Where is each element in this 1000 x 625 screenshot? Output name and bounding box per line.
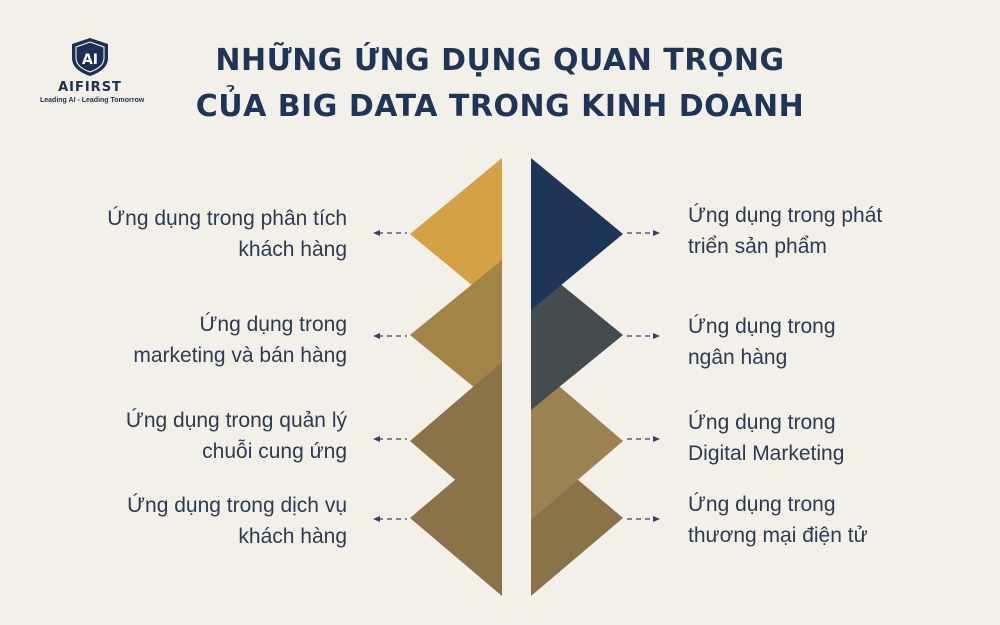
right-connectors — [627, 232, 655, 520]
right-item-3-label: Ứng dụng trong Digital Marketing — [688, 411, 845, 465]
page-title: NHỮNG ỨNG DỤNG QUAN TRỌNG CỦA BIG DATA T… — [180, 38, 820, 130]
logo-mark: AI — [82, 52, 98, 68]
left-shape-2 — [410, 260, 502, 410]
left-arrowhead-3 — [373, 436, 380, 442]
brand-tagline: Leading AI - Leading Tomorrow — [40, 97, 145, 104]
right-item-4-label: Ứng dụng trong thương mại điện tử — [688, 493, 868, 547]
right-item-1-label: Ứng dụng trong phát triển sản phẩm — [688, 204, 883, 258]
left-arrowheads — [373, 230, 380, 522]
right-arrowhead-1 — [653, 230, 660, 236]
right-item-2-label: Ứng dụng trong ngân hàng — [688, 315, 836, 369]
title-line-2: CỦA BIG DATA TRONG KINH DOANH — [195, 89, 805, 124]
right-shape-3 — [531, 362, 623, 520]
left-arrowhead-4 — [373, 516, 380, 522]
shield-icon: AI — [72, 38, 108, 76]
title-line-1: NHỮNG ỨNG DỤNG QUAN TRỌNG — [215, 43, 785, 78]
right-arrowhead-4 — [653, 516, 660, 522]
left-shape-1 — [410, 158, 502, 310]
left-arrowhead-2 — [373, 333, 380, 339]
right-arrowheads — [653, 230, 660, 522]
right-shape-2 — [531, 260, 623, 410]
right-arrowhead-2 — [653, 333, 660, 339]
left-shape-4 — [410, 440, 502, 596]
left-item-1-label: Ứng dụng trong phân tích khách hàng — [107, 207, 347, 261]
left-item-2-label: Ứng dụng trong marketing và bán hàng — [133, 313, 347, 367]
left-connectors — [378, 232, 407, 520]
right-arrowhead-3 — [653, 436, 660, 442]
left-arrowhead-1 — [373, 230, 380, 236]
left-item-4-label: Ứng dụng trong dịch vụ khách hàng — [127, 494, 347, 548]
right-shape-1 — [531, 158, 623, 310]
brand-logo: AI AIFIRST Leading AI - Leading Tomorrow — [40, 36, 145, 104]
brand-name: AIFIRST — [58, 80, 122, 95]
left-item-3-label: Ứng dụng trong quản lý chuỗi cung ứng — [125, 409, 347, 463]
